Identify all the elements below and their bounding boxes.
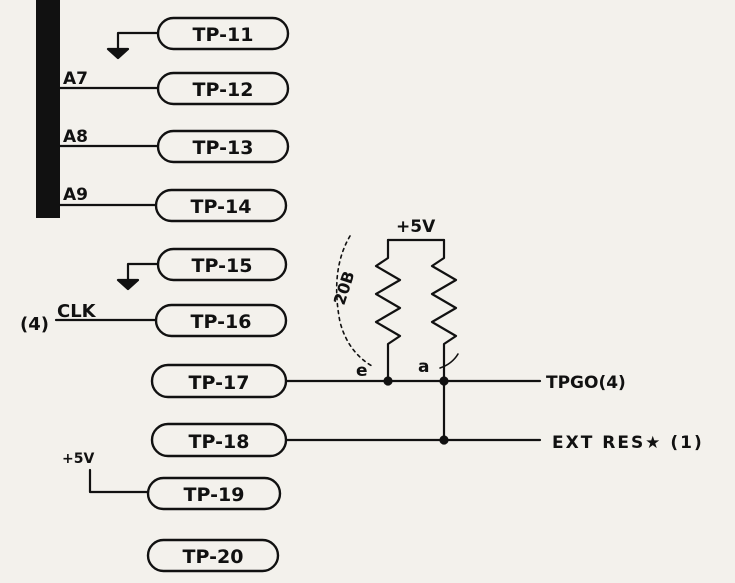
net-label-clk: CLK bbox=[57, 301, 97, 322]
test-point-label: TP-18 bbox=[189, 431, 250, 453]
resistor-right bbox=[430, 238, 458, 442]
test-point-tp20[interactable]: TP-20 bbox=[146, 538, 280, 573]
net-label-tp60: TPGO(4) bbox=[546, 373, 626, 393]
test-point-label: TP-12 bbox=[193, 79, 254, 101]
test-point-tp12[interactable]: TP-12 bbox=[156, 71, 290, 106]
test-point-label: TP-16 bbox=[191, 311, 252, 333]
test-point-label: TP-13 bbox=[193, 137, 254, 159]
test-point-group: TP-11 TP-12 TP-13 TP-14 TP-15 TP-16 TP-1… bbox=[146, 16, 290, 573]
test-point-tp15[interactable]: TP-15 bbox=[156, 247, 288, 282]
pin-label-e: e bbox=[356, 361, 368, 381]
net-label-a8: A8 bbox=[63, 127, 88, 147]
test-point-tp19[interactable]: TP-19 bbox=[146, 476, 282, 511]
net-label-ext-res: EXT RES★ (1) bbox=[552, 433, 704, 453]
test-point-label: TP-20 bbox=[183, 546, 244, 568]
test-point-label: TP-15 bbox=[192, 255, 253, 277]
net-label-a7: A7 bbox=[63, 69, 88, 89]
tp15-ground-wire bbox=[116, 262, 160, 291]
test-point-label: TP-19 bbox=[184, 484, 245, 506]
net-label-vcc-top: +5V bbox=[396, 217, 436, 237]
net-label-clk-ref: (4) bbox=[20, 314, 49, 335]
net-label-vcc-left: +5V bbox=[62, 451, 94, 467]
junction-dot bbox=[439, 376, 449, 386]
test-point-label: TP-14 bbox=[191, 196, 252, 218]
resistor-ref-label: 20B bbox=[330, 269, 359, 308]
test-point-tp11[interactable]: TP-11 bbox=[156, 16, 290, 51]
wire-vcc-tp19 bbox=[88, 468, 150, 494]
pin-label-a: a bbox=[418, 357, 429, 377]
resistor-network-outline bbox=[335, 235, 373, 367]
resistor-network-tick bbox=[439, 353, 459, 369]
junction-dot bbox=[439, 435, 449, 445]
junction-dot bbox=[383, 376, 393, 386]
test-point-tp14[interactable]: TP-14 bbox=[154, 188, 288, 223]
net-label-a9: A9 bbox=[63, 185, 88, 205]
test-point-tp17[interactable]: TP-17 bbox=[150, 363, 288, 399]
resistor-left bbox=[374, 238, 402, 383]
test-point-label: TP-17 bbox=[189, 372, 250, 394]
test-point-label: TP-11 bbox=[193, 24, 254, 46]
test-point-tp16[interactable]: TP-16 bbox=[154, 303, 288, 338]
connector-bar bbox=[36, 0, 60, 218]
tp11-ground-wire bbox=[106, 31, 160, 60]
test-point-tp13[interactable]: TP-13 bbox=[156, 129, 290, 164]
test-point-tp18[interactable]: TP-18 bbox=[150, 422, 288, 458]
